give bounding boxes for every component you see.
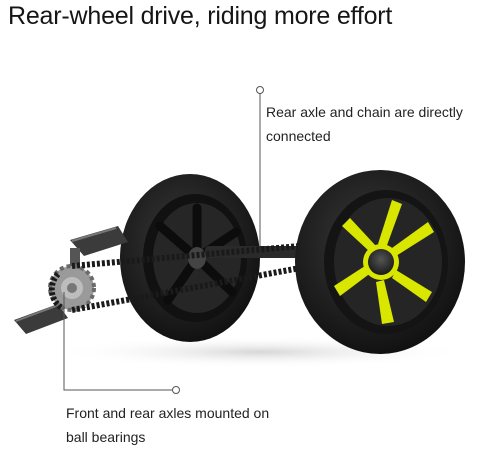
axle-chain-pointer (256, 86, 264, 246)
bearings-pointer (63, 292, 180, 394)
rim-spokes (334, 200, 434, 324)
right-wheel (295, 170, 465, 354)
headline: Rear-wheel drive, riding more effort (8, 2, 393, 30)
callout-bearings-line1: Front and rear axles mounted on (66, 405, 270, 421)
pedal-assembly (14, 226, 128, 334)
hub-cap (368, 249, 394, 275)
callout-bearings-line2: ball bearings (66, 429, 146, 445)
chain (71, 243, 301, 313)
callout-axle-chain-line1: Rear axle and chain are directly (266, 104, 463, 120)
callout-axle-chain: Rear axle and chain are directly connect… (266, 100, 476, 148)
callout-axle-chain-line2: connected (266, 128, 331, 144)
callout-bearings: Front and rear axles mounted on ball bea… (66, 401, 326, 449)
